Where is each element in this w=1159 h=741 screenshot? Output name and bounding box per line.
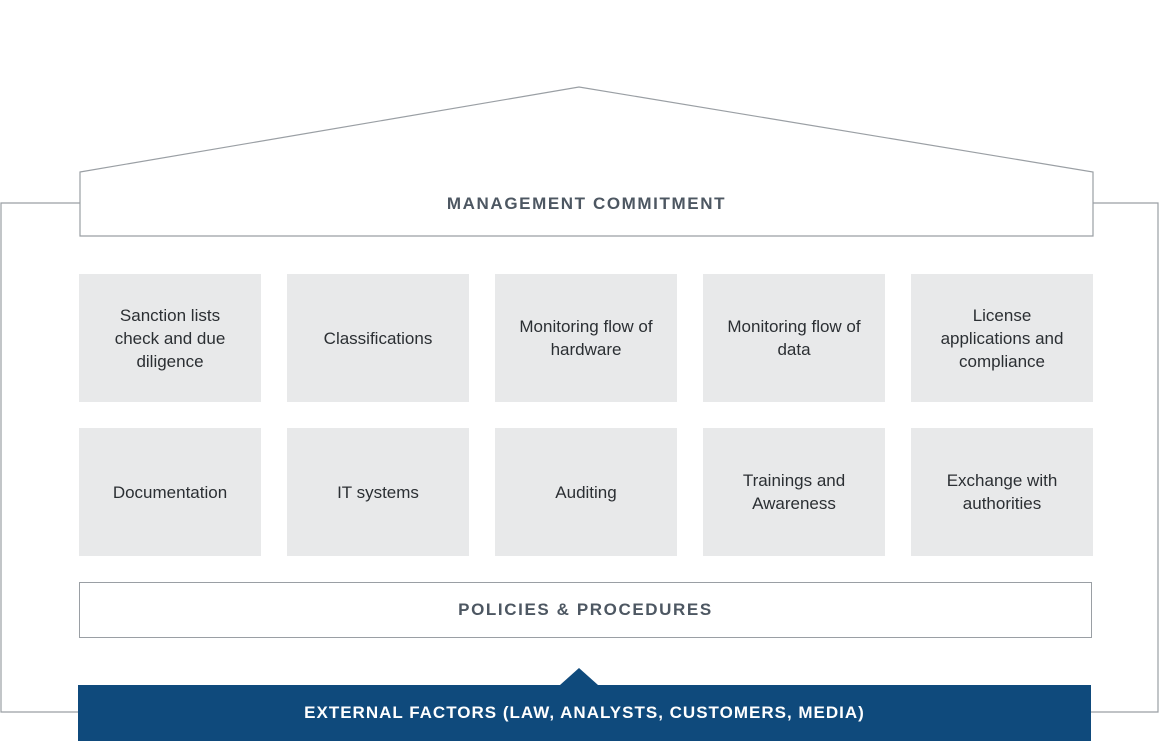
outer-left-bracket (0, 202, 80, 713)
pillar-monitoring-hardware: Monitoring flow of hardware (495, 274, 677, 402)
management-commitment-label: MANAGEMENT COMMITMENT (446, 194, 727, 213)
pillar-license-applications: License applications and compliance (911, 274, 1093, 402)
pillar-trainings-awareness: Trainings and Awareness (703, 428, 885, 556)
base-arrow-icon (560, 668, 598, 685)
pillar-it-systems: IT systems (287, 428, 469, 556)
roof-shape (79, 86, 1094, 237)
outer-right-bracket (1091, 202, 1159, 713)
pillar-documentation: Documentation (79, 428, 261, 556)
pillar-classifications: Classifications (287, 274, 469, 402)
pillar-exchange-authorities: Exchange with authorities (911, 428, 1093, 556)
pillar-auditing: Auditing (495, 428, 677, 556)
pillar-monitoring-data: Monitoring flow of data (703, 274, 885, 402)
external-factors-label: EXTERNAL FACTORS (LAW, ANALYSTS, CUSTOME… (78, 685, 1091, 741)
policies-procedures-label: POLICIES & PROCEDURES (79, 582, 1092, 638)
pillar-sanction-lists: Sanction lists check and due diligence (79, 274, 261, 402)
